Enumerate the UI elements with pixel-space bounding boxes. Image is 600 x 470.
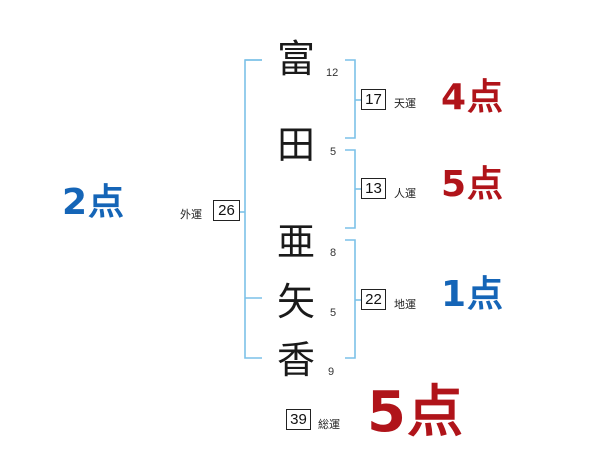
jinun-value-box: 13 [361,178,386,199]
jinun-bracket [345,149,356,229]
souun-score: 5点 [367,380,464,445]
tenun-bracket [345,59,356,139]
given-char-1-strokes: 8 [330,247,337,259]
gaiun-value-box: 26 [213,200,240,221]
chiun-label: 地運 [394,298,416,311]
chiun-value-box: 22 [361,289,386,310]
souun-label: 総運 [318,418,340,431]
given-char-2: 矢 [276,280,315,324]
given-char-1: 亜 [276,220,315,264]
souun-value-box: 39 [286,409,311,430]
given-char-3: 香 [276,338,315,382]
surname-char-1-strokes: 12 [326,67,339,79]
surname-char-2: 田 [276,123,315,167]
tenun-score: 4点 [441,77,505,118]
chiun-score: 1点 [441,274,505,315]
jinun-label: 人運 [394,187,416,200]
tenun-value-box: 17 [361,89,386,110]
gaiun-score: 2点 [62,182,126,223]
chiun-bracket [345,239,356,359]
tenun-label: 天運 [394,97,416,110]
gaiun-label: 外運 [180,208,202,221]
given-char-2-strokes: 5 [330,307,337,319]
surname-char-1: 富 [276,37,315,81]
surname-char-2-strokes: 5 [330,146,337,158]
jinun-score: 5点 [441,164,505,205]
given-char-3-strokes: 9 [328,366,335,378]
gaiun-bracket [244,59,262,359]
